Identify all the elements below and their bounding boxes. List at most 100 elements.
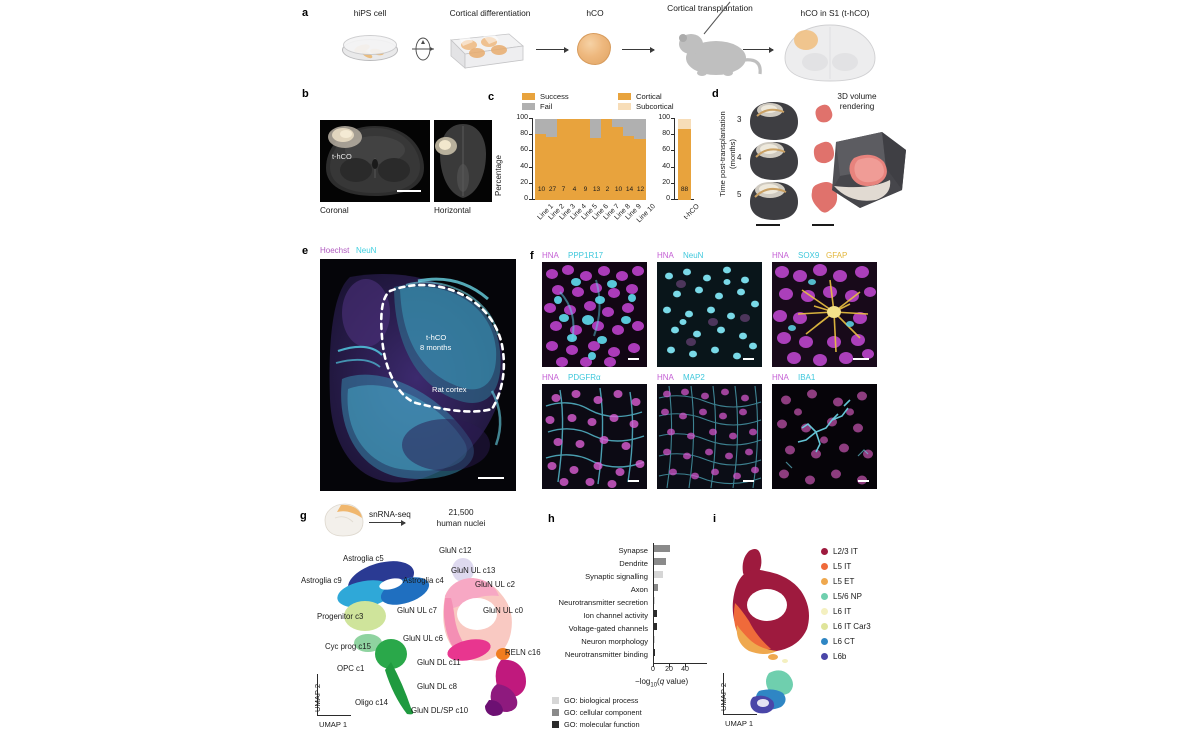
bar-count-1: 10 — [537, 186, 546, 193]
legend-swatch-subcortical — [618, 103, 631, 110]
cluster-label-glun-ul-c2: GluN UL c2 — [475, 580, 516, 589]
legend-label-l23-it: L2/3 IT — [833, 547, 858, 556]
cluster-label-reln-c16: RELN c16 — [505, 648, 541, 657]
panel-b-image-horizontal — [434, 120, 492, 202]
brain-icon — [324, 503, 364, 537]
panel-g-count: 21,500 — [448, 508, 474, 517]
cluster-label-glun-dl-sp-c10: GluN DL/SP c10 — [411, 706, 469, 715]
panel-b-image-coronal: t-hCO — [320, 120, 430, 202]
scale-bar — [853, 358, 869, 360]
go-bar-1 — [654, 558, 666, 565]
arrow-icon-snrnaseq — [369, 519, 406, 526]
panel-d: d Time post-transplantation (months) 3 4… — [712, 88, 906, 233]
ytick-40: 40 — [520, 163, 528, 170]
legend-swatch-cortical — [618, 93, 631, 100]
cluster-label-progenitor-c3: Progenitor c3 — [317, 612, 364, 621]
legend-label-l6-it-car3: L6 IT Car3 — [833, 622, 871, 631]
panel-f-marker-1-0: HNA — [657, 251, 674, 260]
panel-h: h Synapse Dendrite Synaptic signalling A… — [540, 505, 720, 729]
panel-d-letter: d — [712, 88, 719, 100]
legend-dot-l6-it — [821, 608, 828, 615]
panel-e-image: t-hCO 8 months Rat cortex — [320, 259, 516, 491]
cluster-label-oligo-c14: Oligo c14 — [355, 698, 388, 707]
panel-e-letter: e — [302, 245, 309, 257]
cluster-label-astroglia-c4: Astroglia c4 — [403, 576, 444, 585]
panel-i-axis-x: UMAP 1 — [725, 719, 754, 728]
mouse-injection-icon — [679, 1, 762, 76]
panel-h-letter: h — [548, 513, 555, 525]
legend-label-success: Success — [540, 92, 569, 101]
arrow-icon-3 — [743, 46, 774, 53]
cluster-label-glun-dl-c8: GluN DL c8 — [417, 682, 458, 691]
panel-d-timepoint-4: 4 — [737, 153, 742, 162]
legend-dot-l56-np — [821, 593, 828, 600]
legend-dot-l23-it — [821, 548, 828, 555]
legend-swatch-success — [522, 93, 535, 100]
go-bar-2 — [654, 571, 664, 578]
legend-dot-l6-ct — [821, 638, 828, 645]
legend-dot-l6b — [821, 653, 828, 660]
scale-bar — [628, 358, 639, 360]
panel-d-scale-bar-1 — [756, 224, 780, 226]
scale-bar — [397, 190, 421, 192]
legend-swatch-fail — [522, 103, 535, 110]
cluster-label-glun-c12: GluN c12 — [439, 546, 472, 555]
bar-count-5: 9 — [583, 186, 588, 193]
panel-i: i UMAP 2 UMAP 1 L2/3 IT L5 IT L5 ET L5/6… — [705, 505, 905, 728]
cluster-label-glun-ul-c13: GluN UL c13 — [451, 566, 496, 575]
panel-d-scale-bar-2 — [812, 224, 834, 226]
go-bar-8 — [654, 649, 655, 656]
culture-plate-icon — [445, 30, 524, 76]
panel-d-brain-slices — [750, 102, 798, 220]
go-term-label-8: Neurotransmitter binding — [564, 650, 648, 659]
scale-bar — [743, 358, 754, 360]
go-bar-7 — [654, 636, 656, 643]
culture-dish-icon — [342, 33, 398, 63]
cluster-label-astroglia-c5: Astroglia c5 — [343, 554, 384, 563]
go-term-label-6: Voltage-gated channels — [568, 624, 648, 633]
bar-line-6 — [590, 119, 602, 200]
panel-f-image-3 — [542, 384, 647, 489]
legend-dot-l6-it-car3 — [821, 623, 828, 630]
go-term-label-3: Axon — [630, 585, 648, 594]
panel-h-xlabel: −log10(q value) — [635, 677, 689, 689]
bar-count-8: 10 — [614, 186, 623, 193]
bar-count-2: 27 — [548, 186, 557, 193]
bar-line-1 — [535, 119, 547, 200]
ytick2-20: 20 — [662, 179, 670, 186]
bar-line-5 — [579, 119, 591, 200]
panel-f-marker-5-1: IBA1 — [798, 373, 816, 382]
panel-f-marker-2-1: SOX9 — [798, 251, 820, 260]
panel-b-caption-horizontal: Horizontal — [434, 206, 471, 215]
legend-dot-l5-it — [821, 563, 828, 570]
panel-f-marker-0-0: HNA — [542, 251, 559, 260]
panel-i-axes — [723, 673, 763, 717]
ytick-60: 60 — [520, 146, 528, 153]
cluster-label-astroglia-c9: Astroglia c9 — [301, 576, 342, 585]
ytick2-40: 40 — [662, 163, 670, 170]
panel-g-axes — [317, 674, 357, 718]
panel-g: g snRNA-seq 21,500 human nuclei — [295, 500, 550, 729]
go-bar-4 — [654, 597, 656, 604]
panel-e-channel-hoechst: Hoechst — [320, 246, 350, 255]
panel-e: e Hoechst NeuN t-hCO — [300, 243, 525, 503]
go-legend-swatch-bp — [552, 697, 559, 704]
panel-a-step-label-1: Cortical differentiation — [449, 8, 531, 18]
panel-g-axis-y: UMAP 2 — [313, 683, 322, 712]
cluster-label-glun-dl-c11: GluN DL c11 — [417, 658, 461, 667]
cluster-label-opc-c1: OPC c1 — [337, 664, 365, 673]
panel-d-graft-volumes — [811, 104, 838, 213]
legend-label-subcortical: Subcortical — [636, 102, 674, 111]
bar-line-4 — [568, 119, 580, 200]
legend-label-l5-et: L5 ET — [833, 577, 855, 586]
bar-line-2 — [546, 119, 558, 200]
bar-count-10: 12 — [636, 186, 645, 193]
go-bar-5 — [654, 610, 657, 617]
panel-b: b t-hCO Coronal Horizontal — [300, 88, 500, 230]
go-term-label-0: Synapse — [618, 546, 648, 555]
go-legend-label-cc: GO: cellular component — [564, 708, 642, 717]
ytick2-100: 100 — [658, 114, 670, 121]
bar-count-9: 14 — [625, 186, 634, 193]
bar-thco — [678, 119, 691, 200]
panel-f-image-5 — [772, 384, 877, 489]
